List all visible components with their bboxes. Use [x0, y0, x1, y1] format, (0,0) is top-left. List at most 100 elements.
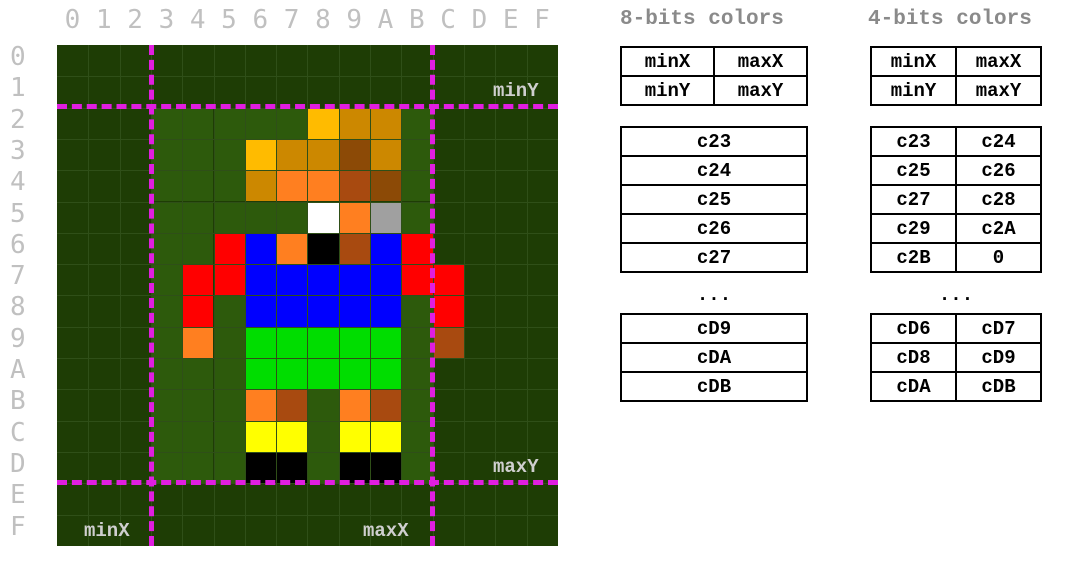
grid-line	[526, 45, 528, 546]
bounding-box-pixel	[213, 295, 245, 327]
column-label: F	[534, 5, 550, 35]
column-label: B	[408, 5, 425, 35]
color-cell: c28	[955, 184, 1042, 215]
grid-line	[57, 326, 558, 328]
bounding-box-pixel	[401, 326, 433, 358]
bounding-box-pixel	[401, 420, 433, 452]
bounding-box-pixel	[182, 389, 214, 421]
sprite-pixel	[401, 264, 433, 296]
sprite-pixel	[338, 107, 370, 139]
sprite-pixel	[244, 138, 277, 171]
sprite-pixel	[338, 389, 370, 421]
bounding-box-pixel	[213, 201, 245, 233]
row-label: 6	[10, 229, 26, 260]
bounding-box-pixel	[213, 420, 245, 452]
column-label: 4	[189, 5, 206, 35]
column-label: 0	[64, 5, 81, 35]
grid-line	[57, 295, 558, 297]
row-label: D	[10, 448, 26, 479]
column-label: D	[471, 5, 488, 35]
sprite-pixel	[401, 232, 433, 265]
min-x-label: minX	[84, 520, 130, 542]
color-cell: cDA	[870, 371, 957, 402]
table-8bit-rows-bottom: cD9 cDA cDB	[620, 313, 808, 402]
grid-line	[57, 451, 558, 453]
bounding-box-pixel	[182, 107, 214, 139]
bounding-box-pixel	[401, 451, 433, 484]
bounding-box-pixel	[307, 451, 339, 484]
color-cell: c24	[955, 126, 1042, 157]
sprite-pixel	[432, 264, 464, 296]
sprite-pixel	[370, 358, 402, 390]
bounding-box-pixel	[276, 201, 308, 233]
sprite-pixel	[307, 170, 339, 202]
header-cell: minX	[870, 46, 957, 77]
sprite-pixel	[338, 201, 370, 233]
sprite-pixel	[338, 451, 370, 484]
table-8bit-header: minX maxX minY maxY	[620, 46, 808, 106]
sprite-pixel	[338, 264, 370, 296]
sprite-pixel	[276, 420, 308, 452]
bounding-box-pixel	[150, 264, 183, 296]
sprite-pixel	[370, 326, 402, 358]
bounding-box-pixel	[401, 358, 433, 390]
color-cell: c2A	[955, 213, 1042, 244]
bounding-box-pixel	[150, 107, 183, 139]
color-cell: c2B	[870, 242, 957, 273]
sprite-pixel	[370, 201, 402, 233]
sprite-pixel	[307, 358, 339, 390]
bounding-box-pixel	[182, 138, 214, 171]
color-cell: c29	[870, 213, 957, 244]
sprite-pixel	[244, 295, 277, 327]
row-label: B	[10, 386, 26, 417]
sprite-pixel	[370, 451, 402, 484]
grid-line	[57, 420, 558, 422]
max-x-label: maxX	[363, 520, 409, 542]
header-cell: maxX	[955, 46, 1042, 77]
sprite-pixel	[338, 295, 370, 327]
sprite-pixel	[432, 326, 464, 358]
grid-line	[338, 45, 340, 546]
bounding-box-pixel	[182, 420, 214, 452]
color-cell: cD6	[870, 313, 957, 344]
sprite-pixel	[182, 264, 214, 296]
sprite-grid: minY maxY minX maxX	[57, 45, 558, 546]
header-cell: maxY	[713, 75, 808, 106]
sprite-pixel	[182, 326, 214, 358]
sprite-pixel	[370, 389, 402, 421]
row-label: F	[10, 511, 26, 542]
color-cell: cDA	[620, 342, 808, 373]
bounding-box-pixel	[182, 451, 214, 484]
color-cell: cD9	[620, 313, 808, 344]
header-cell: maxX	[713, 46, 808, 77]
sprite-pixel	[276, 264, 308, 296]
row-label: 5	[10, 198, 26, 229]
color-cell: cD9	[955, 342, 1042, 373]
grid-line	[57, 358, 558, 359]
column-label: 6	[252, 5, 269, 35]
color-cell: c24	[620, 155, 808, 186]
row-label: C	[10, 417, 26, 448]
bounding-box-pixel	[150, 170, 183, 202]
sprite-pixel	[182, 295, 214, 327]
bounding-box-pixel	[307, 389, 339, 421]
min-x-bound-line	[149, 45, 154, 546]
sprite-pixel	[307, 232, 339, 265]
grid-line	[401, 45, 403, 546]
sprite-pixel	[307, 326, 339, 358]
header-cell: minX	[620, 46, 715, 77]
column-label: 2	[127, 5, 143, 35]
column-label: 7	[283, 5, 300, 35]
sprite-pixel	[338, 138, 370, 171]
column-label: 8	[315, 5, 331, 35]
bounding-box-pixel	[401, 201, 433, 233]
color-cell: c26	[620, 213, 808, 244]
bounding-box-pixel	[150, 201, 183, 233]
header-cell: minY	[870, 75, 957, 106]
sprite-pixel	[370, 232, 402, 265]
bounding-box-pixel	[150, 420, 183, 452]
row-label: 0	[10, 42, 26, 72]
sprite-pixel	[276, 295, 308, 327]
column-label: A	[377, 5, 394, 35]
